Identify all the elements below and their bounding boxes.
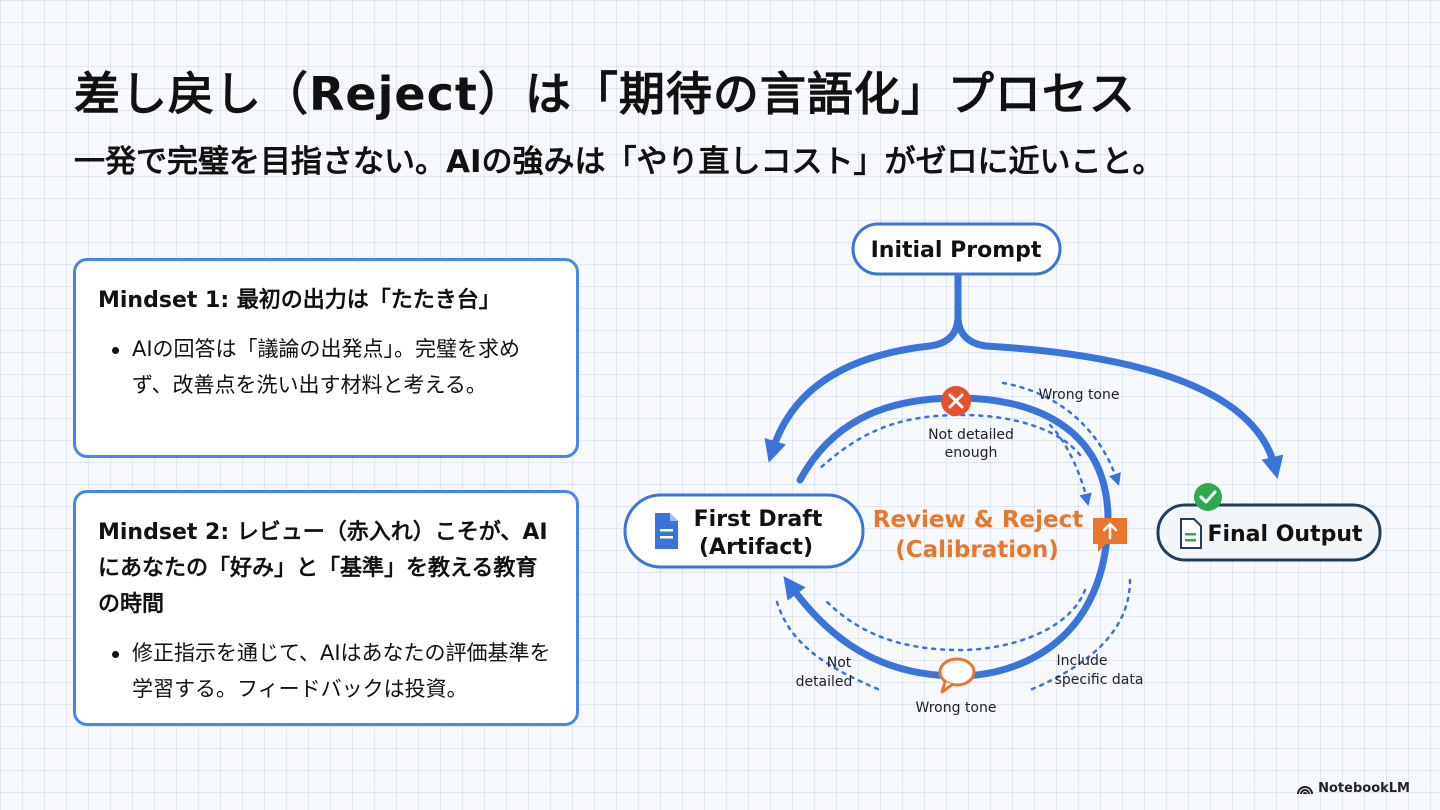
document-icon [655, 513, 678, 549]
mindset-card-1-heading: Mindset 1: 最初の出力は「たたき台」 [98, 288, 501, 313]
final-output-node: Final Output [1156, 503, 1382, 562]
feedback-not-detailed-enough-1: Not detailed [928, 427, 1014, 443]
prompt-connector [764, 268, 1284, 479]
mindset-card-2-heading: Mindset 2: レビュー（赤入れ）こそが、AIにあなたの「好み」と「基準」… [98, 520, 548, 617]
review-reject-label: Review & Reject [873, 507, 1084, 533]
page-subtitle: 一発で完璧を目指さない。AIの強みは「やり直しコスト」がゼロに近いこと。 [74, 144, 1164, 180]
feedback-include-data-2: specific data [1055, 672, 1144, 688]
brand-label: NotebookLM [1318, 781, 1410, 796]
calibration-label: (Calibration) [895, 537, 1059, 563]
brand-watermark: NotebookLM [1297, 781, 1410, 796]
final-document-icon [1180, 518, 1202, 549]
page-title: 差し戻し（Reject）は「期待の言語化」プロセス [74, 67, 1136, 121]
speech-bubble-icon [938, 657, 976, 694]
upload-chat-icon [1093, 518, 1127, 552]
feedback-wrong-tone-top: Wrong tone [1039, 387, 1120, 403]
notebooklm-logo-icon [1297, 785, 1314, 794]
first-draft-sublabel: (Artifact) [699, 535, 813, 560]
x-circle-icon [941, 386, 971, 416]
mindset-card-2-bullet: 修正指示を通じて、AIはあなたの評価基準を学習する。フィードバックは投資。 [98, 635, 556, 707]
mindset-card-1-bullet: AIの回答は「議論の出発点」。完璧を求めず、改善点を洗い出す材料と考える。 [98, 331, 556, 403]
first-draft-label: First Draft [694, 507, 823, 532]
final-output-label: Final Output [1207, 522, 1363, 547]
check-circle-icon [1194, 483, 1222, 511]
mindset-card-2: Mindset 2: レビュー（赤入れ）こそが、AIにあなたの「好み」と「基準」… [73, 490, 579, 726]
mindset-card-1: Mindset 1: 最初の出力は「たたき台」 AIの回答は「議論の出発点」。完… [73, 258, 579, 458]
first-draft-node: First Draft (Artifact) [623, 493, 865, 569]
feedback-not-detailed-enough-2: enough [945, 445, 998, 461]
initial-prompt-label: Initial Prompt [871, 238, 1042, 263]
feedback-wrong-tone-bottom: Wrong tone [916, 700, 997, 716]
initial-prompt-node: Initial Prompt [851, 222, 1062, 276]
feedback-include-data-1: Include [1057, 653, 1108, 669]
feedback-not-detailed-2: detailed [796, 674, 853, 690]
feedback-not-detailed-1: Not [827, 655, 852, 671]
